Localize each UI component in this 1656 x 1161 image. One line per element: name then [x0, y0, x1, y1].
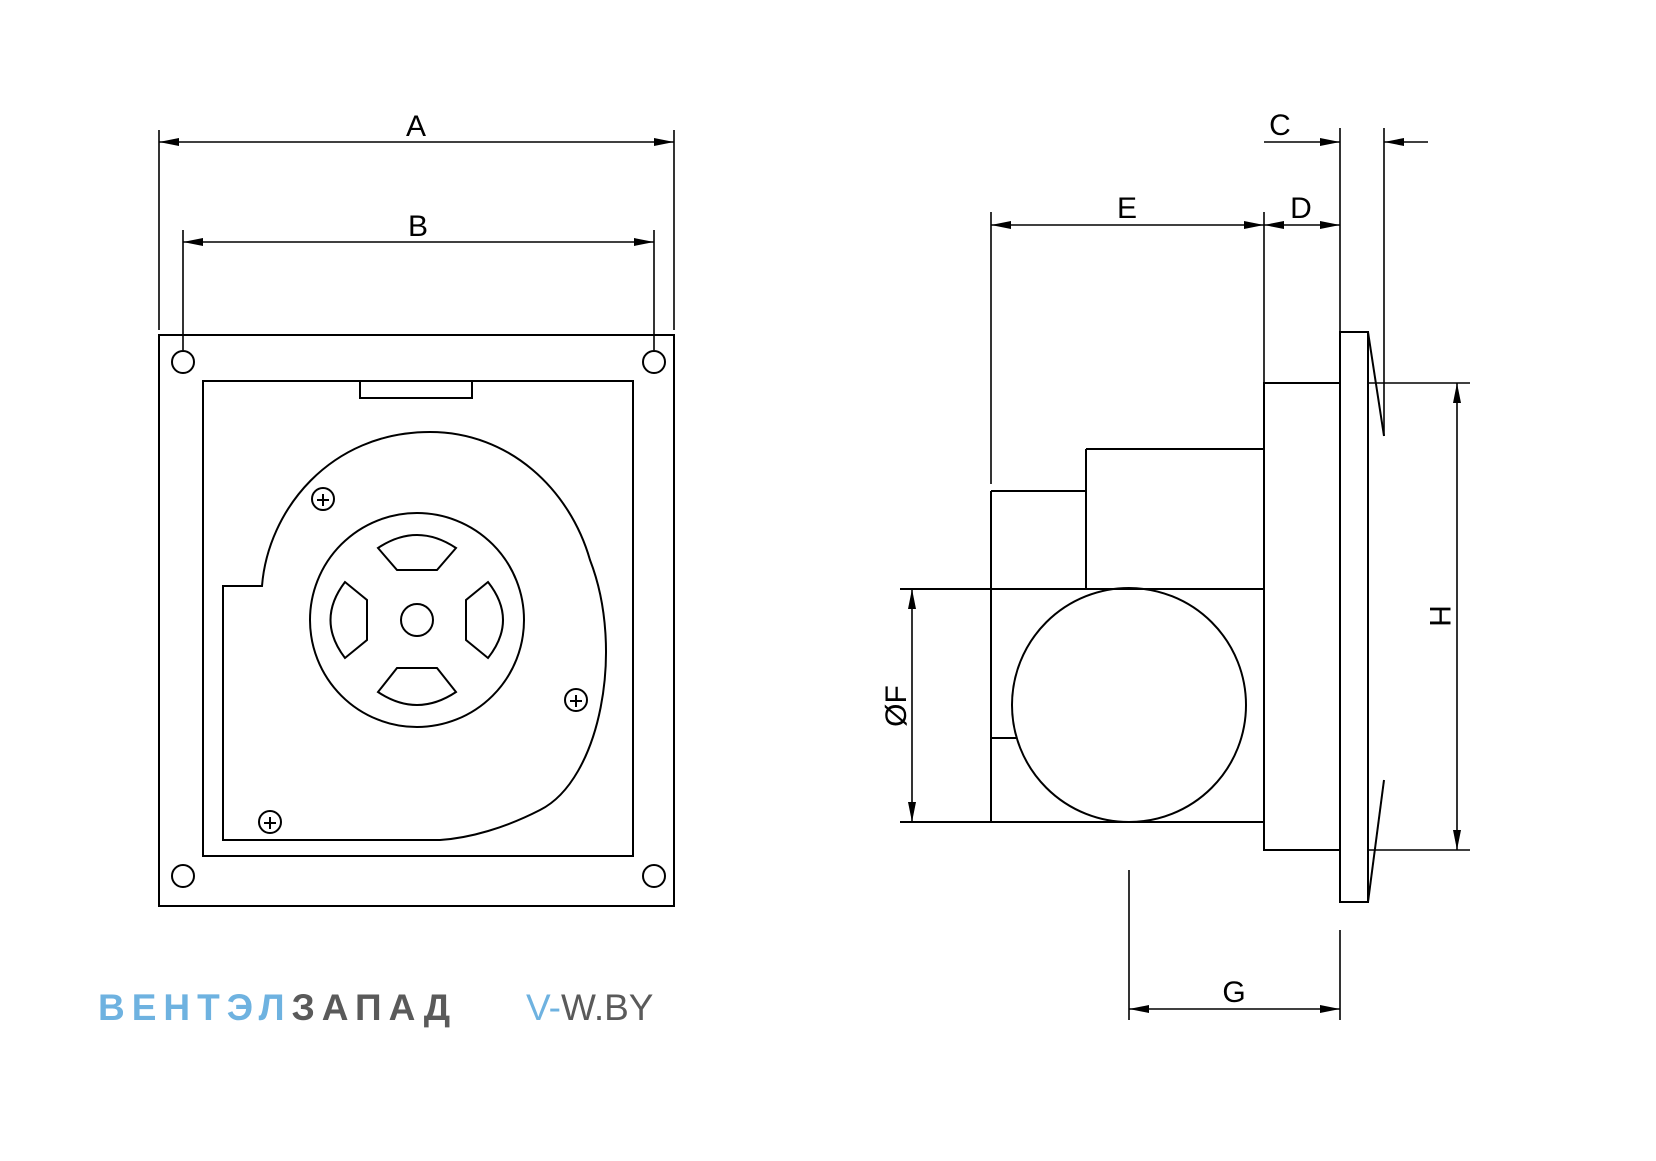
side-front-plate	[1339, 331, 1369, 903]
site-url: V-W.BY	[526, 987, 654, 1028]
dimension-h-label: H	[1423, 605, 1456, 627]
impeller-window	[329, 580, 368, 660]
impeller-window	[465, 580, 504, 660]
dimension-g-label: G	[1222, 976, 1245, 1009]
top-tab	[359, 380, 473, 399]
front-panel	[158, 334, 675, 907]
volute-housing	[222, 430, 607, 841]
impeller-window	[376, 667, 458, 706]
side-view: C E D ØF H G	[880, 109, 1470, 1020]
front-view: A B	[158, 110, 675, 907]
impeller-window	[376, 534, 458, 571]
site-prefix: V-	[526, 987, 561, 1028]
screw-icon	[311, 487, 335, 511]
dimension-c-label: C	[1269, 109, 1291, 142]
brand-part-2: ЗАПАД	[292, 987, 457, 1028]
impeller-ring	[309, 512, 525, 728]
mounting-hole	[171, 350, 195, 374]
dimension-d-label: D	[1290, 192, 1312, 225]
dimension-b-label: B	[408, 210, 428, 243]
dimension-e-label: E	[1117, 192, 1137, 225]
brand-part-1: ВЕНТЭЛ	[98, 987, 292, 1028]
dimension-f-label: ØF	[880, 685, 913, 727]
site-rest: W.BY	[561, 987, 654, 1028]
mounting-hole	[171, 864, 195, 888]
side-housing	[1263, 382, 1341, 851]
fan-dimension-drawing: A B	[98, 109, 1470, 1028]
screw-icon	[564, 688, 588, 712]
mounting-hole	[642, 350, 666, 374]
dimension-a-label: A	[406, 110, 426, 143]
mounting-hole	[642, 864, 666, 888]
brand-logo: ВЕНТЭЛЗАПАД	[98, 987, 457, 1028]
outlet-circle	[1011, 587, 1247, 823]
impeller-hub	[400, 603, 434, 637]
screw-icon	[258, 810, 282, 834]
brand-watermark: ВЕНТЭЛЗАПАД V-W.BY	[98, 987, 654, 1028]
